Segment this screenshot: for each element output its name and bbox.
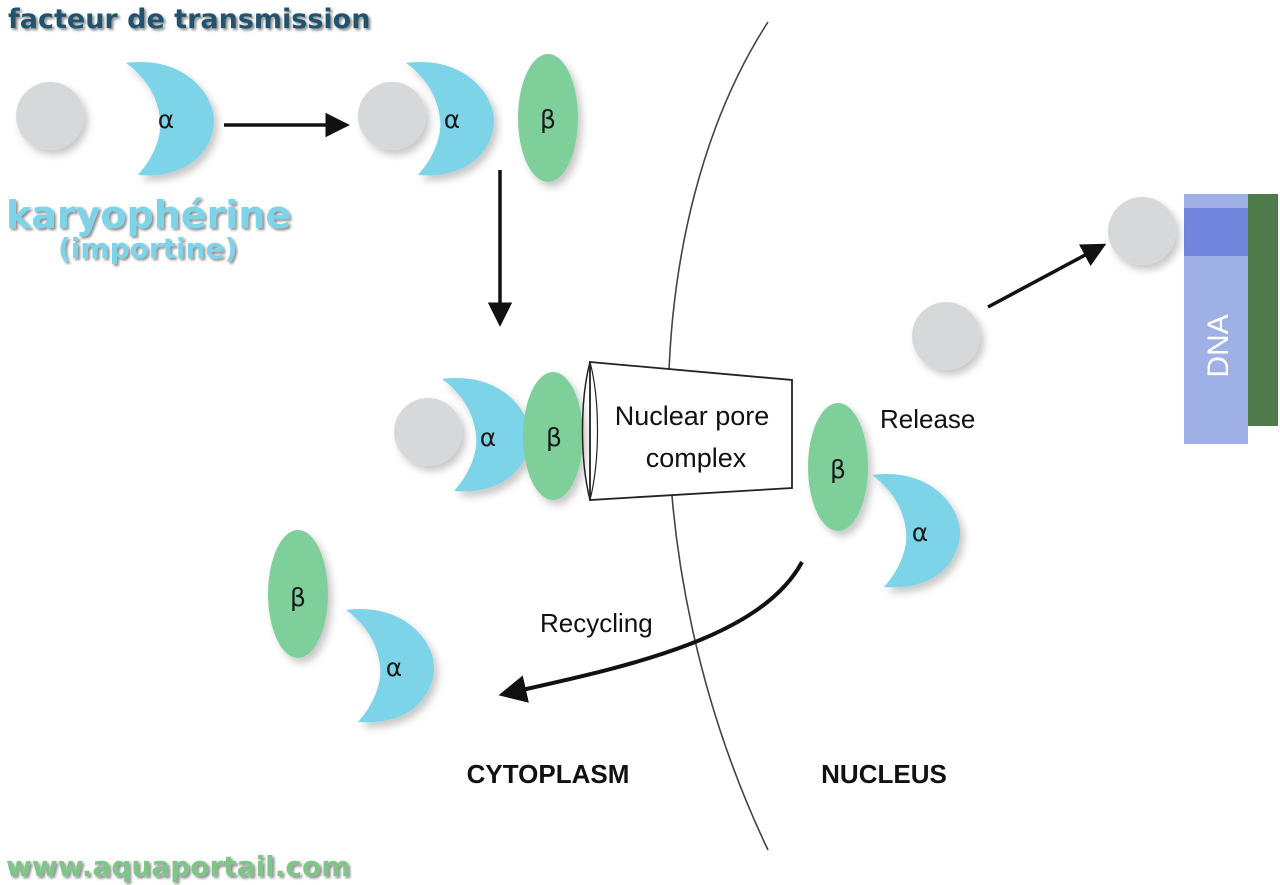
karyopherin-label: karyophérine [6,193,291,237]
dna-strand [1184,194,1278,444]
nucleus-label: NUCLEUS [821,759,947,789]
page-title: facteur de transmission [8,4,370,35]
beta-label-2: β [540,105,556,134]
arrow-to-dna [987,243,1107,309]
release-label: Release [880,404,975,434]
cargo-at-pore [394,398,462,466]
pore-label-line2: complex [646,443,747,473]
cargo-released [912,302,980,370]
beta-label-3: β [546,423,562,452]
beta-importin-nucleus [808,403,868,531]
recycling-arrow [498,561,804,703]
alpha-label-5: α [386,653,402,682]
pore-label-line1: Nuclear pore [615,401,770,431]
dna-label: DNA [1202,314,1235,377]
nuclear-pore-complex [581,361,793,501]
cargo-free-top-left [16,82,84,150]
alpha-label-2: α [444,105,460,134]
cytoplasm-label: CYTOPLASM [467,759,630,789]
beta-label-5: β [290,583,306,612]
website-url[interactable]: www.aquaportail.com [6,850,350,883]
beta-importin-at-pore [523,372,583,500]
recycling-label: Recycling [540,608,653,638]
alpha-label-3: α [480,423,496,452]
importin-label: (importine) [58,232,237,265]
alpha-label-4: α [912,518,928,547]
beta-importin-recycled [268,530,328,658]
cargo-on-dna [1108,197,1176,265]
alpha-label-1: α [158,105,174,134]
cargo-bound-top [358,82,426,150]
beta-label-4: β [830,455,846,484]
beta-importin-top [518,54,578,182]
